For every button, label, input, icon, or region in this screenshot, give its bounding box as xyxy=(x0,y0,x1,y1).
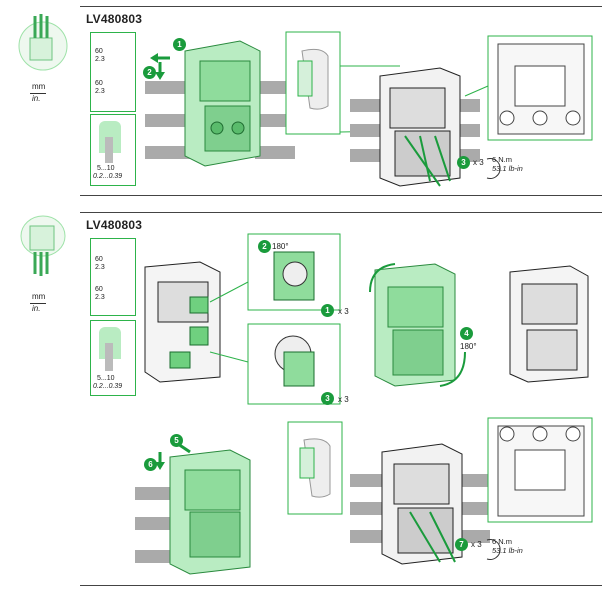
dimension-box-top: 60 2.3 60 2.3 xyxy=(90,238,136,316)
multiplier-x3-b: x 3 xyxy=(338,395,349,404)
product-thumbnail-icon xyxy=(20,215,66,276)
dimension-box-strip: 5...10 0.2...0.39 xyxy=(90,320,136,396)
step-badge-5: 5 xyxy=(170,434,183,447)
unit-divider xyxy=(30,303,46,304)
step-badge-2: 2 xyxy=(143,66,156,79)
dimension-box-top: 60 2.3 60 2.3 xyxy=(90,32,136,112)
strip-length-mm: 5...10 xyxy=(97,375,115,382)
step-badge-3: 3 xyxy=(321,392,334,405)
dimension-box-strip: 5...10 0.2...0.39 xyxy=(90,114,136,186)
strip-length-in: 0.2...0.39 xyxy=(93,173,123,180)
dim-2.3-b: 2.3 xyxy=(95,88,105,95)
step-badge-6: 6 xyxy=(144,458,157,471)
angle-180-b: 180° xyxy=(460,342,477,351)
dim-60-b: 60 xyxy=(95,286,103,293)
torque-value: 6 N.m 53.1 lb-in xyxy=(492,537,523,555)
panel-step-set-1: LV480803 mm in. 60 2.3 60 2.3 5...10 0.2… xyxy=(10,6,602,196)
unit-in: in. xyxy=(32,304,41,313)
step-badge-3: 3 xyxy=(457,156,470,169)
step-badge-2: 2 xyxy=(258,240,271,253)
panel-2-title: LV480803 xyxy=(86,218,143,232)
angle-180-a: 180° xyxy=(272,242,289,251)
strip-length-in: 0.2...0.39 xyxy=(93,383,123,390)
unit-divider xyxy=(30,93,46,94)
panel-1-frame xyxy=(80,6,602,196)
dim-2.3-a: 2.3 xyxy=(95,56,105,63)
terminal-module-b xyxy=(374,263,456,387)
panel-2-illustration xyxy=(20,215,593,575)
terminal-module-1 xyxy=(184,40,261,167)
torque-value: 6 N.m 53.1 lb-in xyxy=(492,155,523,173)
step-badge-7: 7 xyxy=(455,538,468,551)
panel-2-frame xyxy=(80,212,602,586)
terminal-module-d xyxy=(169,449,251,575)
dim-2.3-a: 2.3 xyxy=(95,264,105,271)
dim-60-a: 60 xyxy=(95,256,103,263)
terminal-module-a xyxy=(144,261,221,383)
dim-2.3-b: 2.3 xyxy=(95,294,105,301)
step-badge-1: 1 xyxy=(173,38,186,51)
terminal-module-e xyxy=(381,443,463,565)
panel-1-illustration xyxy=(18,14,593,187)
strip-length-mm: 5...10 xyxy=(97,165,115,172)
unit-in: in. xyxy=(32,94,41,103)
multiplier-x3-a: x 3 xyxy=(338,307,349,316)
panel-step-set-2: LV480803 mm in. 60 2.3 60 2.3 5...10 0.2… xyxy=(10,212,602,586)
terminal-module-2 xyxy=(379,67,461,187)
product-thumbnail-icon xyxy=(18,14,68,71)
unit-mm: mm xyxy=(32,292,46,301)
unit-mm: mm xyxy=(32,82,46,91)
dim-60-b: 60 xyxy=(95,80,103,87)
dim-60-a: 60 xyxy=(95,48,103,55)
step-badge-1: 1 xyxy=(321,304,334,317)
multiplier-x3: x 3 xyxy=(473,158,484,167)
multiplier-x3-c: x 3 xyxy=(471,540,482,549)
step-badge-4: 4 xyxy=(460,327,473,340)
terminal-module-c xyxy=(509,265,589,383)
panel-1-title: LV480803 xyxy=(86,12,143,26)
